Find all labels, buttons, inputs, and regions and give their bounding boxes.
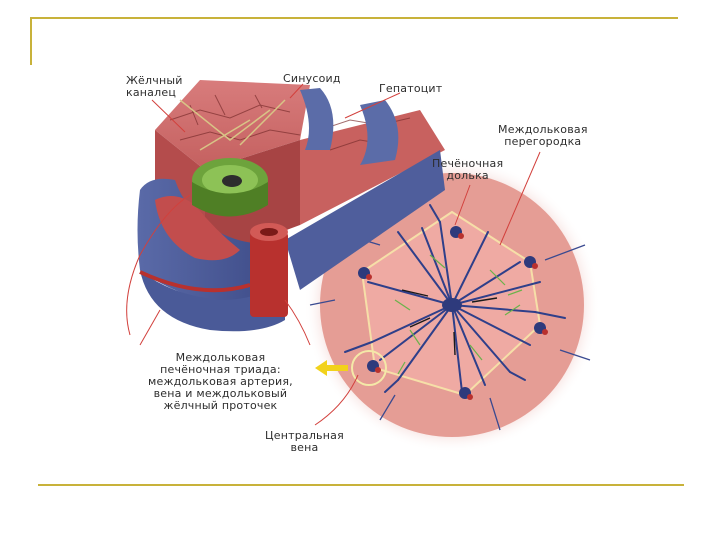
bile-duct-illustration [192, 158, 268, 217]
interlobular-artery-illustration [139, 223, 288, 317]
label-central-vein: Центральная вена [265, 429, 344, 454]
label-sinusoid: Синусоид [283, 72, 341, 85]
leader-lines [126, 83, 541, 426]
slide-frame-left-line [30, 17, 32, 65]
hepatic-lobule-illustration [304, 157, 600, 453]
slide-frame-top-line [30, 17, 678, 19]
interlobular-vein-illustration [137, 150, 445, 332]
label-hepatic-lobule: Печёночная долька [432, 157, 504, 182]
yellow-pointer-arrow [315, 360, 348, 376]
label-portal-triad: Междольковая печёночная триада: междольк… [148, 351, 293, 412]
slide-frame-bottom-line [38, 484, 684, 486]
label-interlobular-septum: Междольковая перегородка [498, 123, 588, 148]
label-hepatocyte: Гепатоцит [379, 82, 443, 95]
label-bile-canaliculus: Жёлчный каналец [126, 74, 183, 99]
